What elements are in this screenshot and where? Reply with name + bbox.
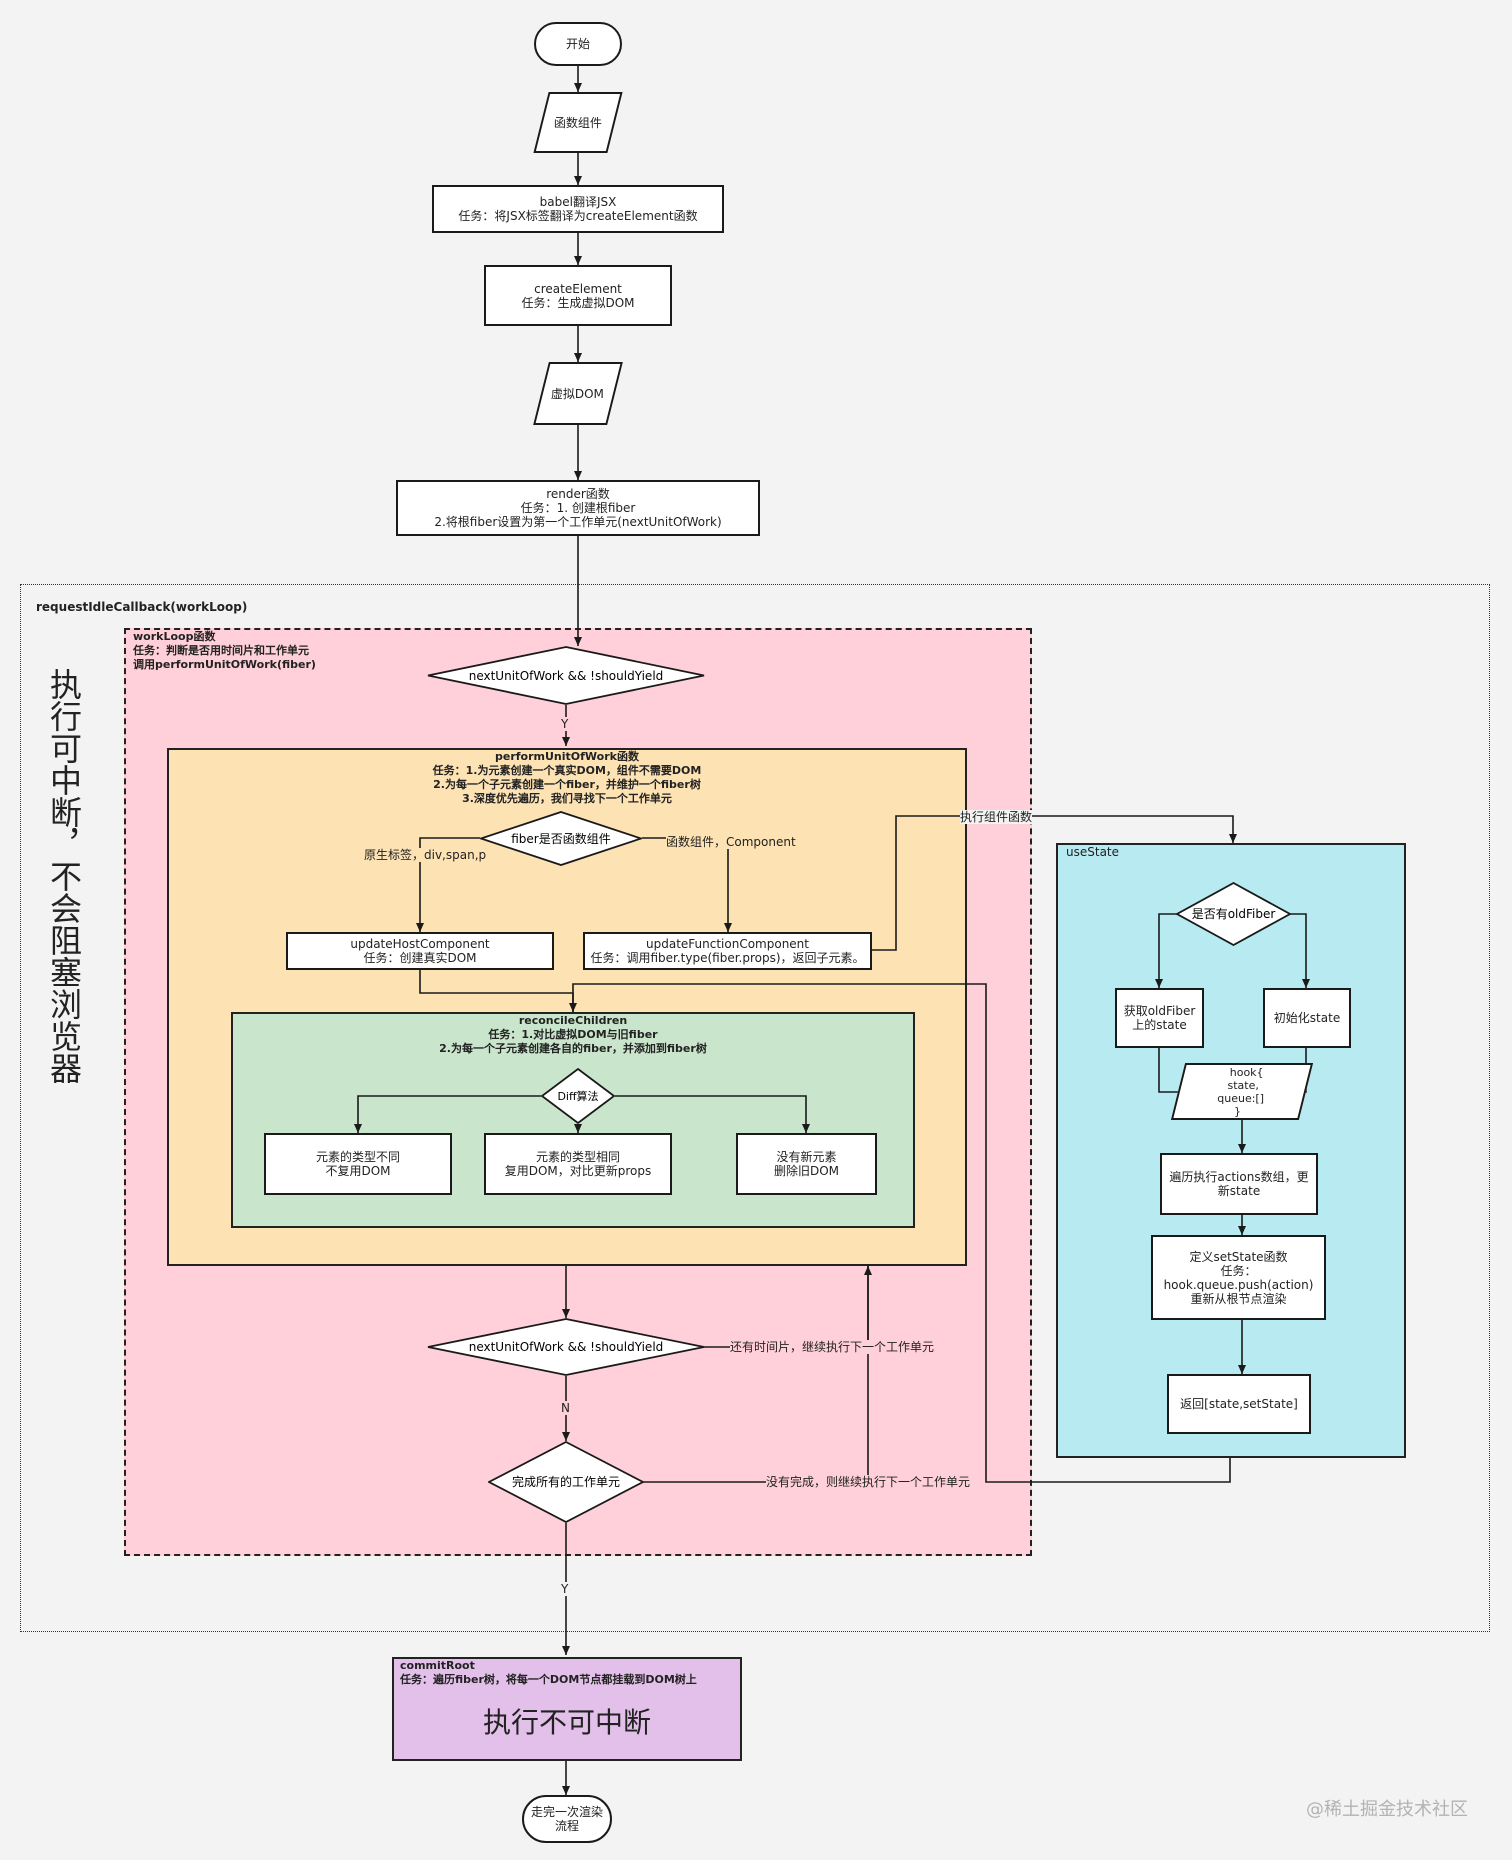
- return-state-node: 返回[state,setState]: [1167, 1374, 1311, 1434]
- loop-condition-bottom-decision: nextUnitOfWork && !shouldYield: [427, 1318, 705, 1376]
- diff-same-type-node: 元素的类型相同 复用DOM，对比更新props: [484, 1133, 672, 1195]
- edge-label-exec-component: 执行组件函数: [960, 810, 1033, 824]
- diff-decision: Diff算法: [541, 1068, 615, 1124]
- request-idle-callback-region: [20, 584, 1490, 1632]
- has-old-fiber-decision: 是否有oldFiber: [1176, 882, 1291, 946]
- edge-label-function-component: 函数组件，Component: [666, 835, 796, 849]
- svg-text:nextUnitOfWork && !shouldYield: nextUnitOfWork && !shouldYield: [469, 1340, 664, 1354]
- create-element-node: createElement 任务：生成虚拟DOM: [484, 265, 672, 326]
- start-node: 开始: [534, 22, 622, 66]
- use-state-label: useState: [1066, 845, 1120, 859]
- edge-label-native-tags: 原生标签，div,span,p: [364, 848, 487, 862]
- edge-usestate-reconcile: [572, 983, 1231, 1483]
- svg-text:Diff算法: Diff算法: [557, 1089, 598, 1103]
- loop-condition-top-decision: nextUnitOfWork && !shouldYield: [427, 646, 705, 705]
- edge-function-usestate: [872, 815, 1237, 951]
- edge-fiber-host: [416, 837, 480, 932]
- edge-label-not-done: 没有完成，则继续执行下一个工作单元: [766, 1475, 971, 1489]
- commit-root-big-text: 执行不可中断: [482, 1706, 651, 1739]
- work-loop-label: workLoop函数 任务：判断是否用时间片和工作单元 调用performUni…: [133, 630, 316, 671]
- end-node: 走完一次渲染 流程: [522, 1795, 612, 1843]
- edge-diff-difftype: [354, 1095, 541, 1133]
- commit-root-region: [392, 1657, 742, 1761]
- init-state-node: 初始化state: [1263, 988, 1351, 1048]
- diff-no-new-element-node: 没有新元素 删除旧DOM: [736, 1133, 877, 1195]
- define-set-state-node: 定义setState函数 任务： hook.queue.push(action)…: [1151, 1235, 1326, 1320]
- edge-label-y-top: Y: [561, 717, 569, 731]
- edge-oldfiber-get: [1155, 913, 1178, 988]
- function-component-node: 函数组件: [533, 92, 623, 153]
- edge-diff-nonew: [615, 1095, 810, 1133]
- render-node: render函数 任务：1. 创建根fiber 2.将根fiber设置为第一个工…: [396, 480, 760, 536]
- edge-label-n: N: [561, 1401, 570, 1415]
- perform-unit-of-work-label: performUnitOfWork函数 任务：1.为元素创建一个真实DOM，组件…: [432, 750, 702, 805]
- diff-different-type-node: 元素的类型不同 不复用DOM: [264, 1133, 452, 1195]
- edge-fiber-function: [642, 837, 732, 932]
- iterate-actions-node: 遍历执行actions数组，更 新state: [1160, 1153, 1318, 1215]
- commit-root-label: commitRoot 任务：遍历fiber树，将每一个DOM节点都挂载到DOM树…: [400, 1659, 697, 1686]
- edge-label-y-bottom: Y: [561, 1582, 569, 1596]
- babel-node: babel翻译JSX 任务：将JSX标签翻译为createElement函数: [432, 185, 724, 233]
- hook-object-node: hook{ state, queue:[] }: [1170, 1063, 1314, 1120]
- watermark: @稀土掘金技术社区: [1306, 1799, 1468, 1820]
- svg-text:fiber是否函数组件: fiber是否函数组件: [511, 831, 611, 846]
- request-idle-callback-label: requestIdleCallback(workLoop): [36, 600, 248, 614]
- svg-text:是否有oldFiber: 是否有oldFiber: [1192, 907, 1276, 921]
- reconcile-children-label: reconcileChildren 任务：1.对比虚拟DOM与旧fiber 2.…: [439, 1014, 707, 1055]
- virtual-dom-node: 虚拟DOM: [533, 362, 623, 425]
- get-old-fiber-state-node: 获取oldFiber 上的state: [1115, 988, 1204, 1048]
- update-function-component-node: updateFunctionComponent 任务：调用fiber.type(…: [583, 932, 872, 970]
- svg-text:nextUnitOfWork && !shouldYield: nextUnitOfWork && !shouldYield: [469, 669, 664, 683]
- update-host-component-node: updateHostComponent 任务：创建真实DOM: [286, 932, 554, 970]
- all-done-decision: 完成所有的工作单元: [488, 1441, 644, 1523]
- fiber-is-function-decision: fiber是否函数组件: [480, 811, 642, 866]
- edge-label-more-time: 还有时间片，继续执行下一个工作单元: [730, 1340, 935, 1354]
- edge-more-time: [704, 1266, 872, 1348]
- edge-host-reconcile: [419, 970, 577, 1012]
- side-note-interruptible: 执行可中断，不会阻塞浏览器: [45, 668, 83, 1084]
- edge-oldfiber-init: [1289, 913, 1310, 988]
- svg-text:完成所有的工作单元: 完成所有的工作单元: [512, 1474, 620, 1489]
- use-state-region: [1056, 843, 1406, 1458]
